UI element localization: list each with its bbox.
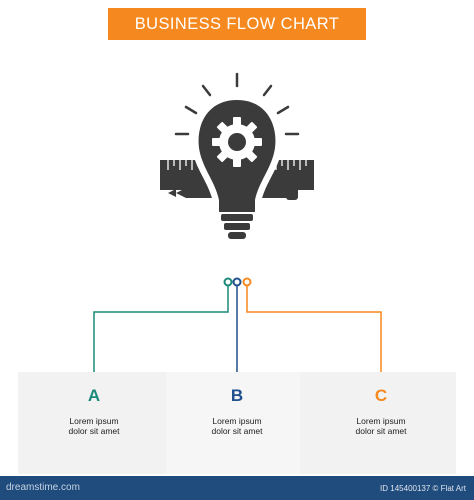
step-letter-a: A [87,386,101,405]
idea-bulb-gear-ruler-pencil-icon [160,72,314,239]
footer-id: ID 145400137 © Flat Art [380,484,466,493]
central-icon [160,72,314,239]
step-panel-c [300,372,456,474]
step-panel-b [166,372,308,474]
step-panel-a [18,372,174,474]
footer-brand: dreamstime.com [6,482,80,493]
step-letter-c: C [374,386,388,405]
step-caption-c: Lorem ipsum dolor sit amet [355,416,407,436]
banner-title: BUSINESS FLOW CHART [108,8,366,40]
step-letter-b: B [230,386,244,405]
step-caption-b: Lorem ipsum dolor sit amet [211,416,263,436]
footer-bar: dreamstime.com ID 145400137 © Flat Art [0,476,474,500]
step-caption-a: Lorem ipsum dolor sit amet [68,416,120,436]
